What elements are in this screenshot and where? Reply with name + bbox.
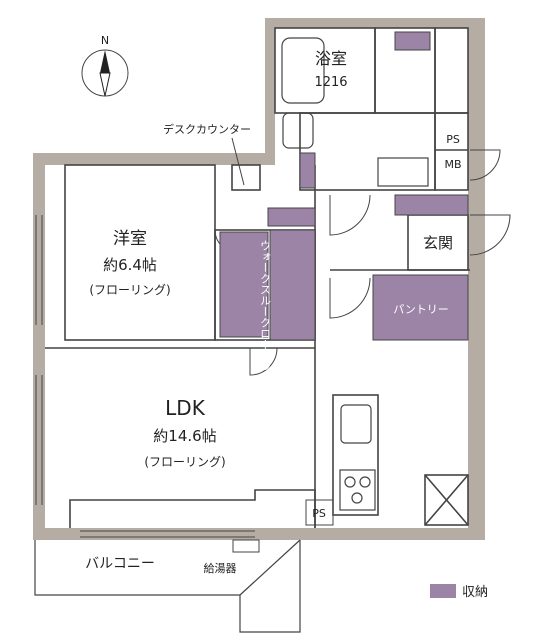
western-room-name: 洋室 — [113, 229, 147, 249]
ps-bottom-box — [305, 499, 334, 526]
storage-areas — [219, 31, 469, 341]
bath-name: 浴室 — [315, 49, 347, 68]
compass-letter: N — [101, 34, 109, 47]
ps-top-label: PS — [446, 133, 460, 146]
door-swings — [214, 149, 511, 376]
mb-label: MB — [444, 158, 461, 171]
ldk-floor: (フローリング) — [144, 455, 225, 469]
compass-north-arrow-icon — [100, 50, 110, 73]
western-room-area: 約6.4帖 — [103, 256, 157, 274]
desk-counter-label: デスクカウンター — [163, 122, 251, 136]
legend-swatch — [430, 584, 456, 598]
fixtures — [281, 37, 429, 511]
desk-counter-leader — [231, 137, 245, 186]
balcony-outline — [34, 539, 301, 633]
legend: 収納 — [430, 584, 488, 600]
windows — [35, 215, 255, 538]
balcony-name: バルコニー — [85, 556, 155, 572]
bath-size: 1216 — [314, 75, 347, 90]
ps-bottom-label: PS — [312, 507, 326, 520]
ldk-area: 約14.6帖 — [153, 427, 216, 445]
compass: N — [81, 34, 129, 97]
ldk-name: LDK — [165, 396, 206, 420]
walk-through-closet-label: ウォークスルークローゼット — [259, 240, 272, 383]
western-room-floor: (フローリング) — [89, 283, 170, 297]
pantry-label: パントリー — [393, 303, 449, 316]
entrance-name: 玄関 — [423, 234, 453, 252]
water-heater-box — [232, 539, 260, 553]
legend-label: 収納 — [462, 585, 488, 600]
water-heater-label: 給湯器 — [204, 561, 237, 575]
